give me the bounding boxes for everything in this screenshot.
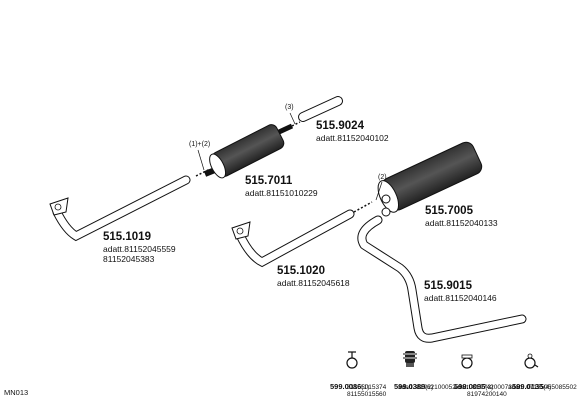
hardware-hanger-label: 599.0095(3) — [454, 377, 493, 393]
clip-clamp-icon — [524, 353, 539, 369]
hardware-clamp-number: 599.0086 — [330, 382, 362, 391]
part-number-rear-pipe: 515.9015 — [424, 280, 472, 292]
hardware-hanger-number: 599.0095 — [454, 382, 486, 391]
hardware-hanger-qty: (3) — [485, 384, 494, 391]
part-number-front-muffler: 515.7011 — [245, 175, 293, 187]
callout-rear-muffler: (2) — [378, 174, 387, 181]
hardware-mount-label: 599.0389(2) — [394, 377, 433, 393]
hardware-clamp-qty: (1) — [361, 384, 370, 391]
hardware-hanger-code-2: 81974200140 — [467, 391, 507, 398]
rubber-mount-icon — [403, 351, 417, 367]
hardware-mount-qty: (2) — [425, 384, 434, 391]
front-muffler — [195, 121, 301, 179]
callout-tail-pipe: (3) — [285, 104, 294, 111]
hardware-hanger-code-1: adatt. 81974200073 — [454, 384, 512, 391]
part-code-front-pipe-left-alt: 81152045383 — [103, 254, 155, 264]
hardware-clip-code-1: adatt. 07155055085502 — [508, 384, 577, 391]
hardware-clamp-code-2: 81155015560 — [347, 391, 387, 398]
part-code-rear-muffler: adatt.81152040133 — [425, 218, 498, 228]
diagram-code: MN013 — [4, 388, 29, 397]
rear-muffler — [353, 141, 483, 217]
part-number-tail-pipe: 515.9024 — [316, 120, 364, 132]
leader-tail-pipe — [289, 112, 296, 125]
part-number-front-pipe-left: 515.1019 — [103, 231, 151, 243]
hardware-clamp-label: 599.0086(1) — [330, 377, 369, 393]
front-pipe-left — [49, 175, 191, 242]
part-code-front-pipe-left: adatt.81152045559 — [103, 244, 176, 254]
hanger-clamp-icon — [461, 354, 473, 369]
callout-front-muffler: (1)+(2) — [189, 141, 211, 148]
leader-rear-muffler — [375, 181, 383, 201]
hardware-clip-number: 599.0135 — [512, 382, 544, 391]
hardware-mount-code-1: adatt. 81962100052 — [398, 384, 456, 391]
part-number-front-pipe-right: 515.1020 — [277, 265, 325, 277]
hardware-clip-label: 599.0135(4) — [512, 377, 551, 393]
clamp-icon — [346, 351, 358, 369]
part-number-rear-muffler: 515.7005 — [425, 205, 473, 217]
tail-pipe-short — [298, 96, 343, 122]
rear-pipe — [357, 215, 527, 343]
part-code-front-muffler: adatt.81151010229 — [245, 188, 318, 198]
part-code-rear-pipe: adatt.81152040146 — [424, 293, 497, 303]
hardware-mount-number: 599.0389 — [394, 382, 426, 391]
leader-front-muffler — [197, 149, 205, 171]
front-pipe-right — [231, 209, 355, 268]
part-code-tail-pipe: adatt.81152040102 — [316, 133, 389, 143]
part-code-front-pipe-right: adatt.81152045618 — [277, 278, 350, 288]
hardware-clamp-code-1: 81155015374 — [347, 384, 387, 391]
hardware-clip-qty: (4) — [543, 384, 552, 391]
